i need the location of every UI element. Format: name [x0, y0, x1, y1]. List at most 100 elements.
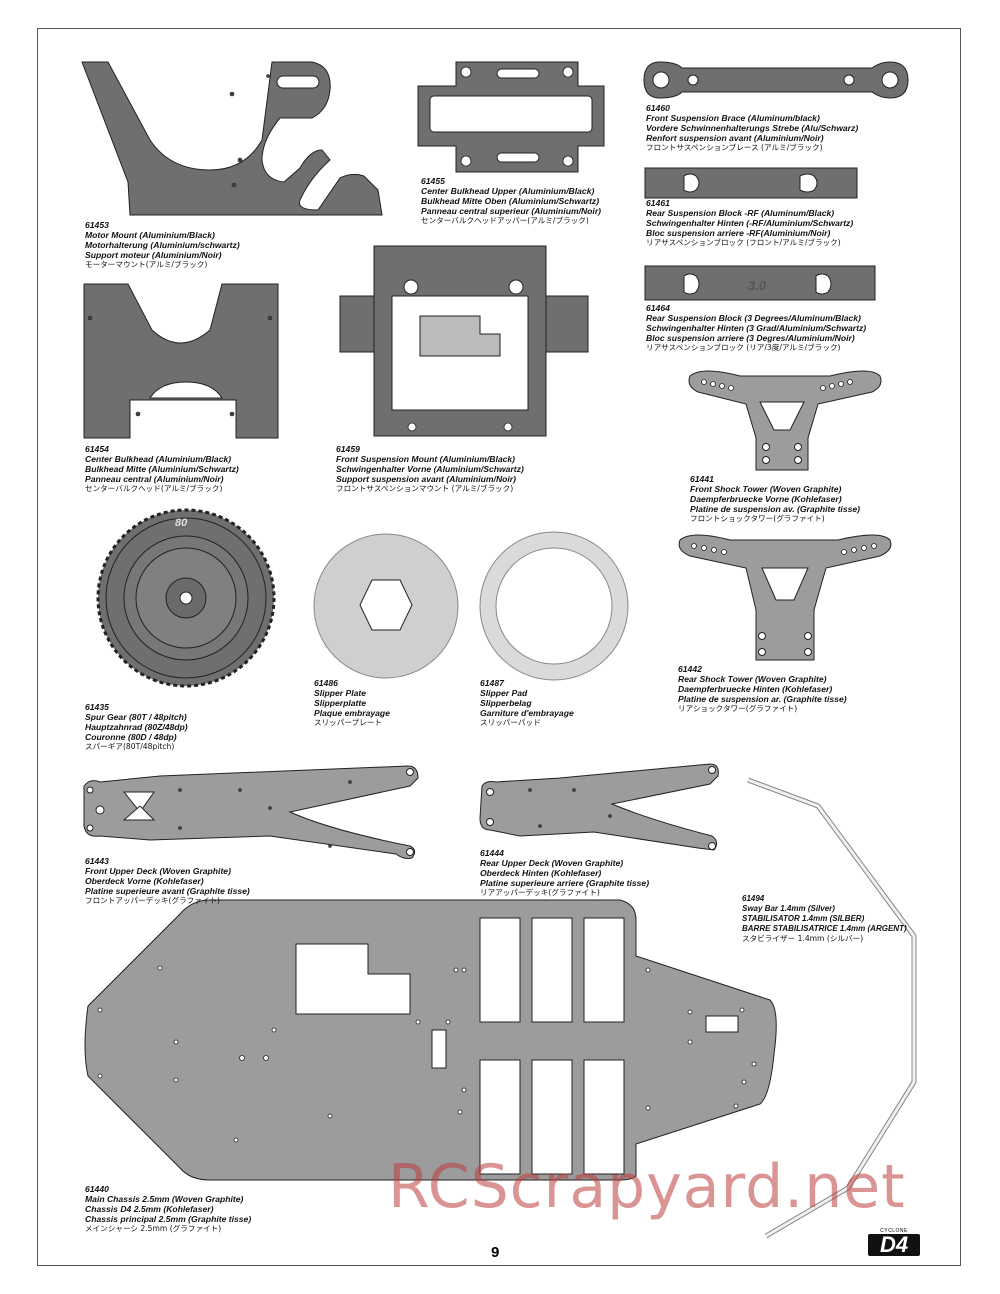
- part-name-de: Chassis D4 2.5mm (Kohlefaser): [85, 1204, 214, 1214]
- caption-61440: 61440 Main Chassis 2.5mm (Woven Graphite…: [85, 1184, 251, 1234]
- part-number: 61440: [85, 1184, 109, 1194]
- part-name-en: Front Upper Deck (Woven Graphite): [85, 866, 231, 876]
- part-name-de: Bulkhead Mitte Oben (Aluminium/Schwartz): [421, 196, 600, 206]
- part-name-fr: Platine de suspension ar. (Graphite tiss…: [678, 694, 847, 704]
- part-number: 61453: [85, 220, 109, 230]
- part-number: 61441: [690, 474, 714, 484]
- part-name-jp: フロントサスペンションブレース (アルミ/ブラック): [646, 143, 823, 152]
- caption-61454: 61454 Center Bulkhead (Aluminium/Black) …: [85, 444, 239, 494]
- part-name-de: Oberdeck Hinten (Kohlefaser): [480, 868, 602, 878]
- part-name-en: Rear Upper Deck (Woven Graphite): [480, 858, 624, 868]
- rear-upper-deck-61444: [479, 763, 719, 851]
- rear-suspension-block-rf-61461: [644, 167, 858, 199]
- part-name-en: Rear Shock Tower (Woven Graphite): [678, 674, 827, 684]
- rear-suspension-block-61464: 3.0: [644, 265, 876, 301]
- part-number: 61461: [646, 198, 670, 208]
- part-name-jp: スタビライザー 1.4mm (シルバー): [742, 934, 864, 943]
- part-name-jp: スパーギア(80T/48pitch): [85, 742, 175, 751]
- caption-61453: 61453 Motor Mount (Aluminium/Black) Moto…: [85, 220, 240, 270]
- caption-61459: 61459 Front Suspension Mount (Aluminium/…: [336, 444, 524, 494]
- part-name-en: Front Shock Tower (Woven Graphite): [690, 484, 842, 494]
- center-bulkhead-61454: [83, 283, 279, 439]
- part-name-jp: リアショックタワー(グラファイト): [678, 704, 798, 713]
- part-name-de: Motorhalterung (Aluminium/schwartz): [85, 240, 240, 250]
- part-name-fr: Bloc suspension arriere (3 Degres/Alumin…: [646, 333, 855, 343]
- part-number: 61443: [85, 856, 109, 866]
- part-name-en: Sway Bar 1.4mm (Silver): [742, 904, 835, 913]
- part-name-de: Slipperplatte: [314, 698, 367, 708]
- part-name-fr: Support moteur (Aluminium/Noir): [85, 250, 222, 260]
- part-name-en: Spur Gear (80T / 48pitch): [85, 712, 187, 722]
- watermark: RCScrapyard.net: [388, 1152, 906, 1222]
- part-name-jp: モーターマウント(アルミ/ブラック): [85, 260, 208, 269]
- part-name-jp: リアサスペンションブロック (リア/3度/アルミ/ブラック): [646, 343, 841, 352]
- front-suspension-brace-61460: [643, 61, 909, 99]
- part-number: 61435: [85, 702, 109, 712]
- page-number: 9: [491, 1244, 500, 1261]
- part-name-fr: Panneau central (Aluminium/Noir): [85, 474, 224, 484]
- part-name-fr: Platine superieure avant (Graphite tisse…: [85, 886, 250, 896]
- front-upper-deck-61443: [83, 765, 419, 859]
- page-frame: [37, 28, 961, 1266]
- part-name-en: Center Bulkhead (Aluminium/Black): [85, 454, 232, 464]
- part-name-fr: Platine superieure arriere (Graphite tis…: [480, 878, 650, 888]
- logo-text: D4: [868, 1234, 920, 1256]
- part-name-fr: Garniture d'embrayage: [480, 708, 574, 718]
- caption-61442: 61442 Rear Shock Tower (Woven Graphite) …: [678, 664, 847, 714]
- part-name-jp: センターバルクヘッド(アルミ/ブラック): [85, 484, 223, 493]
- part-name-jp: スリッパーパッド: [480, 718, 541, 727]
- part-name-de: Daempferbruecke Hinten (Kohlefaser): [678, 684, 833, 694]
- part-name-de: Schwingenhalter Hinten (-RF/Aluminium/Sc…: [646, 218, 854, 228]
- part-name-jp: フロントショックタワー(グラファイト): [690, 514, 825, 523]
- part-name-de: Bulkhead Mitte (Aluminium/Schwartz): [85, 464, 239, 474]
- part-name-jp: メインシャーシ 2.5mm (グラファイト): [85, 1224, 222, 1233]
- caption-61460: 61460 Front Suspension Brace (Aluminum/b…: [646, 103, 858, 153]
- caption-61494: 61494 Sway Bar 1.4mm (Silver) STABILISAT…: [742, 894, 907, 944]
- part-name-fr: Platine de suspension av. (Graphite tiss…: [690, 504, 861, 514]
- part-number: 61455: [421, 176, 445, 186]
- caption-61435: 61435 Spur Gear (80T / 48pitch) Hauptzah…: [85, 702, 188, 752]
- block-mark: 3.0: [748, 278, 767, 293]
- part-name-fr: Bloc suspension arriere -RF(Aluminium/No…: [646, 228, 831, 238]
- part-name-en: Center Bulkhead Upper (Aluminium/Black): [421, 186, 595, 196]
- main-chassis-61440: [84, 899, 777, 1181]
- part-name-jp: フロントアッパーデッキ(グラファイト): [85, 896, 221, 905]
- part-name-fr: Chassis principal 2.5mm (Graphite tisse): [85, 1214, 252, 1224]
- part-name-de: Schwingenhalter Vorne (Aluminium/Schwart…: [336, 464, 524, 474]
- part-name-jp: スリッパープレート: [314, 718, 382, 727]
- rear-shock-tower-61442: [678, 534, 892, 661]
- part-name-de: Schwingenhalter Hinten (3 Grad/Aluminium…: [646, 323, 867, 333]
- part-number: 61460: [646, 103, 670, 113]
- part-name-de: Daempferbruecke Vorne (Kohlefaser): [690, 494, 842, 504]
- part-name-fr: Panneau central superieur (Aluminium/Noi…: [421, 206, 602, 216]
- part-name-en: Slipper Pad: [480, 688, 528, 698]
- part-number: 61487: [480, 678, 504, 688]
- caption-61461: 61461 Rear Suspension Block -RF (Aluminu…: [646, 198, 853, 248]
- caption-61444: 61444 Rear Upper Deck (Woven Graphite) O…: [480, 848, 649, 898]
- part-name-jp: フロントサスペンションマウント (アルミ/ブラック): [336, 484, 514, 493]
- part-name-en: Front Suspension Brace (Aluminum/black): [646, 113, 820, 123]
- part-name-en: Rear Suspension Block (3 Degrees/Aluminu…: [646, 313, 861, 323]
- sway-bar-61494: [747, 777, 917, 1239]
- part-name-de: STABILISATOR 1.4mm (SILBER): [742, 914, 865, 923]
- part-name-de: Oberdeck Vorne (Kohlefaser): [85, 876, 204, 886]
- part-name-en: Rear Suspension Block -RF (Aluminum/Blac…: [646, 208, 835, 218]
- part-name-en: Motor Mount (Aluminium/Black): [85, 230, 215, 240]
- gear-mark: 80: [175, 517, 188, 529]
- part-name-jp: センターバルクヘッドアッパー(アルミ/ブラック): [421, 216, 589, 225]
- part-name-jp: リアアッパーデッキ(グラファイト): [480, 888, 600, 897]
- front-suspension-mount-61459: [339, 245, 589, 437]
- d4-logo: CYCLONE D4: [868, 1228, 920, 1256]
- part-name-en: Slipper Plate: [314, 688, 367, 698]
- center-bulkhead-upper-61455: [417, 61, 605, 173]
- slipper-plate-61486: [313, 533, 459, 679]
- part-name-fr: Renfort suspension avant (Aluminium/Noir…: [646, 133, 824, 143]
- part-name-fr: Plaque embrayage: [314, 708, 390, 718]
- caption-61464: 61464 Rear Suspension Block (3 Degrees/A…: [646, 303, 866, 353]
- part-number: 61486: [314, 678, 338, 688]
- part-number: 61494: [742, 894, 765, 903]
- part-name-fr: BARRE STABILISATRICE 1.4mm (ARGENT): [742, 924, 907, 933]
- front-shock-tower-61441: [688, 370, 882, 471]
- part-name-de: Slipperbelag: [480, 698, 532, 708]
